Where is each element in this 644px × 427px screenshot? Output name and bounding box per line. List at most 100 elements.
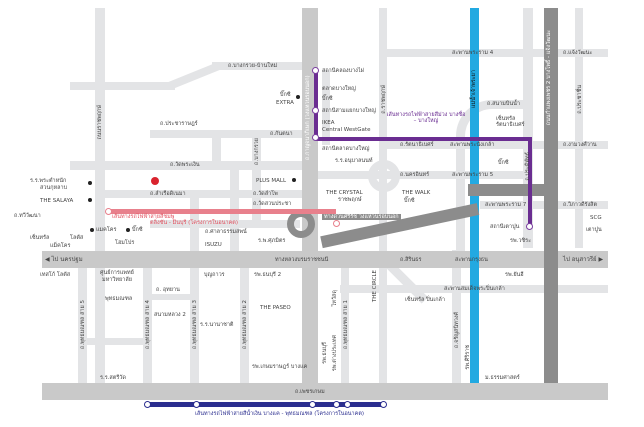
place-dot (88, 181, 92, 185)
blue-station-2[interactable] (193, 401, 200, 408)
place-homeworks: แม็คโคร (50, 243, 71, 249)
pink-station-east[interactable] (333, 220, 340, 227)
place-central-rattana: เซ็นทรัล รัตนาธิเบศร์ (496, 116, 525, 129)
nav-to-nakhonpathom[interactable]: ◀ ไป นครปฐม (45, 256, 83, 263)
label-kanchana: ถ.กาญจนาภิเษก (วงแหวนรอบนอก) (305, 75, 311, 160)
place-bigc2: บิ๊กซี (132, 227, 143, 233)
label-bangkruai: ถ.บางกรวย-บ้านใหม่ (228, 63, 278, 69)
place-isuzu: ISUZU (205, 242, 222, 248)
label-ngamwong: ถ.งามวงศ์วาน (563, 142, 597, 148)
place-hosp5: รพ.เกษมราษฎร์ บางแค (252, 364, 308, 370)
label-station-khlongbangphai: สถานีคลองบางไผ่ (322, 68, 364, 74)
place-temple: ร.ร.สตรีวัด (100, 375, 126, 381)
place-school: ร.ร.พระตำหนัก (30, 178, 67, 184)
road-borommarat (42, 251, 608, 268)
place-university: มหาวิทยาลัย (102, 277, 132, 283)
road-bangkruai (212, 62, 305, 70)
place-sog: SCG (590, 215, 602, 221)
blue-station-6[interactable] (380, 401, 387, 408)
station-taopun[interactable] (526, 223, 533, 230)
place-homepro: โฮมโปร (115, 240, 135, 246)
place-fashion: เทสโก้ โลตัส (40, 272, 71, 278)
road-watphra (70, 161, 305, 170)
pink-station-west[interactable] (105, 208, 112, 215)
blue-station-4[interactable] (333, 401, 340, 408)
label-phutthamonthon4: ถ.พุทธมณฑล สาย 4 (145, 300, 151, 350)
road-bangkruai-diag (168, 62, 220, 90)
road-ratchaphruek-right (379, 8, 387, 383)
road-rama5 (318, 171, 523, 179)
blue-station-5[interactable] (344, 401, 351, 408)
road-uthong (152, 294, 192, 300)
label-kamphaeng: ถนนกำแพงเพชร 2 บางโพธิ์ - แจ้งวัฒนะ (546, 30, 552, 126)
label-blue-line: เส้นทางรถไฟฟ้าสายสีน้ำเงิน บางแค - พุทธม… (195, 411, 365, 417)
place-market: ตลาดบางใหญ่ (322, 86, 356, 92)
place-bigc-bangyai: บิ๊กซี (322, 96, 333, 102)
label-phutthamonthon3: ถ.พุทธมณฑล สาย 3 (192, 300, 198, 350)
place-dot (292, 178, 296, 182)
place-dot (90, 228, 94, 232)
place-saimai: ร.ร.นานาชาติ (200, 322, 234, 328)
place-extra: EXTRA (276, 100, 294, 106)
road-phutthamonthon5 (78, 268, 87, 383)
place-dot (126, 228, 130, 232)
blue-station-3[interactable] (309, 401, 316, 408)
road-phetkasem (42, 383, 608, 400)
label-pinklao-n: สะพานพระนั่งเกล้า (450, 142, 495, 148)
place-central: เซ็นทรัล (30, 235, 50, 241)
road-connector (212, 130, 221, 165)
place-bigc4: บิ๊กซี (498, 160, 509, 166)
road-bangkruai-west (70, 82, 175, 90)
road-connector-3 (230, 161, 239, 251)
place-bang-sue: รพ.วชิระ (510, 238, 532, 244)
place-plus-mall: PLUS MALL (256, 178, 287, 184)
label-tollway: ทางด่วนศรีรัช วงแหวนรอบนอก (322, 214, 401, 221)
label-pracharat: ถ.ประชาราษฎร์ (160, 121, 198, 127)
place-salaya: THE SALAYA (40, 198, 74, 204)
label-station-taopun: สถานีเตาปูน (490, 224, 520, 230)
road-phutthamonthon3 (190, 268, 199, 383)
label-charan: ถ.จรัญสนิทวงศ์ (454, 312, 460, 348)
blue-station-1[interactable] (144, 401, 151, 408)
label-phutthamonthon5: ถ.พุทธมณฑล สาย 5 (80, 300, 86, 350)
label-rama7: สะพานพระราม 7 (485, 202, 527, 208)
station-khlongbangphai[interactable] (312, 67, 319, 74)
road-prachachuen (575, 8, 583, 248)
label-ratchaphruek: ถ.ราชพฤกษ์ (381, 85, 387, 114)
label-wiphawadi: ถ.วิภาวดีรังสิต (563, 202, 598, 208)
place-makro: แมคโคร (96, 227, 117, 233)
place-central2: เซ็นทรัล ปิ่นเกล้า (405, 297, 445, 303)
place-mall: ม.ธรรมศาสตร์ (485, 375, 520, 381)
road-phutthamonthon4 (143, 268, 152, 383)
road-lamruea (105, 190, 305, 198)
pink-line (108, 209, 336, 214)
label-pink-line-1: เส้นทางรถไฟฟ้าสายสีชมพู (112, 214, 175, 220)
nav-to-victory[interactable]: ไป อนุสาวรีย์ ▶ (563, 256, 604, 263)
road-pinklao-nangklao (385, 141, 608, 149)
station-samyaek[interactable] (312, 107, 319, 114)
place-dot (296, 95, 300, 99)
place-market2: ไทวัสดุ (332, 290, 338, 307)
place-crystal2: ราชพฤกษ์ (338, 197, 362, 203)
label-prachachuen: ถ.ประชาชื่น (577, 85, 583, 114)
place-crystal: THE CRYSTAL (326, 190, 363, 196)
project-location-pin[interactable] (151, 177, 159, 185)
place-hospital: ร.พ.ศุภมิตร (258, 238, 286, 244)
nav-to-victory-label: ไป อนุสาวรีย์ (563, 256, 597, 263)
road-charan (452, 250, 461, 383)
label-uthong: ถ. อุทยาน (156, 287, 180, 293)
label-chaeng: ถ.แจ้งวัฒนะ (563, 50, 593, 56)
road-rattanathibet-v (322, 70, 330, 145)
road-connector-2 (252, 130, 261, 220)
purple-line-v (314, 70, 318, 140)
place-dot (88, 198, 92, 202)
purple-line-h (316, 137, 532, 141)
label-nakhonin: ถ.นครอินทร์ (400, 172, 430, 178)
road-kamphaeng-expressway (544, 8, 558, 383)
label-sangkhom: ถ.ประดิพัทธ์ (525, 152, 531, 181)
label-watphra: ถ.วัดพระเงิน (170, 162, 200, 168)
blue-line (147, 402, 385, 407)
place-hosp6: รพ.ต่างประเทศ (332, 335, 338, 372)
station-talat[interactable] (312, 134, 319, 141)
